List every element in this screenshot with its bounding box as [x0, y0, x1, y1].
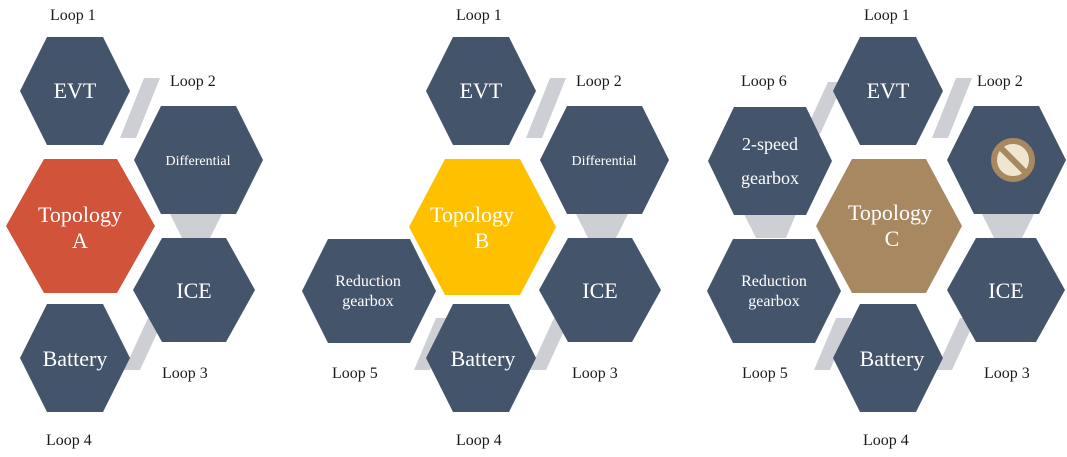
topology-c-label-line2: C	[885, 226, 900, 251]
differential-hex	[540, 106, 669, 214]
loop5-label: Loop 5	[332, 365, 378, 382]
twospeed-gearbox-hex	[708, 107, 832, 215]
ice-hex	[133, 238, 255, 342]
battery-label: Battery	[860, 346, 925, 371]
ice-hex	[539, 238, 661, 342]
connector-twospeed-reduction	[744, 214, 796, 238]
ice-label: ICE	[582, 278, 617, 303]
reduction-gearbox-label-line1: Reduction	[335, 273, 401, 290]
battery-label: Battery	[451, 346, 516, 371]
twospeed-gearbox-label-line1: 2-speed	[742, 134, 798, 154]
loop4-label: Loop 4	[863, 432, 909, 449]
prohibited-icon-slash	[997, 144, 1029, 176]
ice-label: ICE	[988, 278, 1023, 303]
reduction-gearbox-label-line2: gearbox	[748, 293, 800, 310]
reduction-gearbox-hex	[302, 239, 436, 343]
loop1-label: Loop 1	[456, 7, 502, 24]
ice-label: ICE	[176, 278, 211, 303]
battery-hex	[20, 304, 130, 412]
differential-label: Differential	[571, 154, 636, 169]
differential-label: Differential	[165, 154, 230, 169]
evt-label: EVT	[54, 78, 97, 103]
connector-evt-differential	[120, 78, 160, 138]
loop3-label: Loop 3	[162, 365, 208, 382]
loop2-label: Loop 2	[576, 73, 622, 90]
battery-hex	[426, 304, 536, 412]
reduction-gearbox-label-line2: gearbox	[342, 293, 394, 310]
topology-c-diagram: EVT 2-speed gearbox Topology C Reduction…	[707, 7, 1066, 449]
loop1-label: Loop 1	[864, 7, 910, 24]
loop3-label: Loop 3	[572, 365, 618, 382]
loop5-label: Loop 5	[742, 365, 788, 382]
loop4-label: Loop 4	[456, 432, 502, 449]
connector-reduction-battery	[814, 318, 852, 370]
loop4-label: Loop 4	[46, 432, 92, 449]
connector-evt-prohibited	[932, 78, 972, 138]
loop1-label: Loop 1	[50, 7, 96, 24]
topology-c-hex	[816, 159, 962, 293]
evt-hex	[833, 37, 943, 145]
connector-differential-ice	[576, 214, 628, 238]
differential-hex	[134, 106, 263, 214]
connector-ice-battery	[124, 318, 164, 370]
reduction-gearbox-label-line1: Reduction	[741, 273, 807, 290]
loop2-label: Loop 2	[977, 73, 1023, 90]
topology-b-label-line2: B	[475, 228, 490, 253]
topology-c-label-line1: Topology	[848, 200, 932, 225]
evt-label: EVT	[867, 78, 910, 103]
reduction-gearbox-hex	[707, 239, 841, 343]
battery-hex	[833, 304, 943, 412]
ice-hex	[947, 238, 1065, 342]
connector-prohibited-ice	[982, 214, 1034, 238]
topology-a-hex	[6, 159, 155, 293]
connector-ice-battery	[936, 318, 976, 370]
connector-differential-ice	[170, 214, 222, 238]
loop6-label: Loop 6	[741, 73, 787, 90]
evt-hex	[20, 37, 130, 145]
loop3-label: Loop 3	[984, 365, 1030, 382]
evt-hex	[426, 37, 536, 145]
connector-twospeed-evt	[804, 82, 844, 134]
topology-a-label-line2: A	[72, 228, 88, 253]
topology-a-diagram: EVT Differential Topology A ICE Battery …	[6, 7, 263, 449]
twospeed-gearbox-label-line2: gearbox	[741, 168, 799, 188]
prohibited-icon	[991, 138, 1035, 182]
loop2-label: Loop 2	[170, 73, 216, 90]
connector-ice-battery	[530, 318, 570, 370]
battery-label: Battery	[43, 346, 108, 371]
topology-b-diagram: EVT Differential Topology B ICE Battery …	[302, 7, 669, 449]
connector-evt-differential	[526, 78, 566, 138]
evt-label: EVT	[460, 78, 503, 103]
topology-b-label-line1: Topology	[430, 202, 514, 227]
topology-a-label-line1: Topology	[38, 202, 122, 227]
topology-b-hex	[409, 159, 556, 295]
